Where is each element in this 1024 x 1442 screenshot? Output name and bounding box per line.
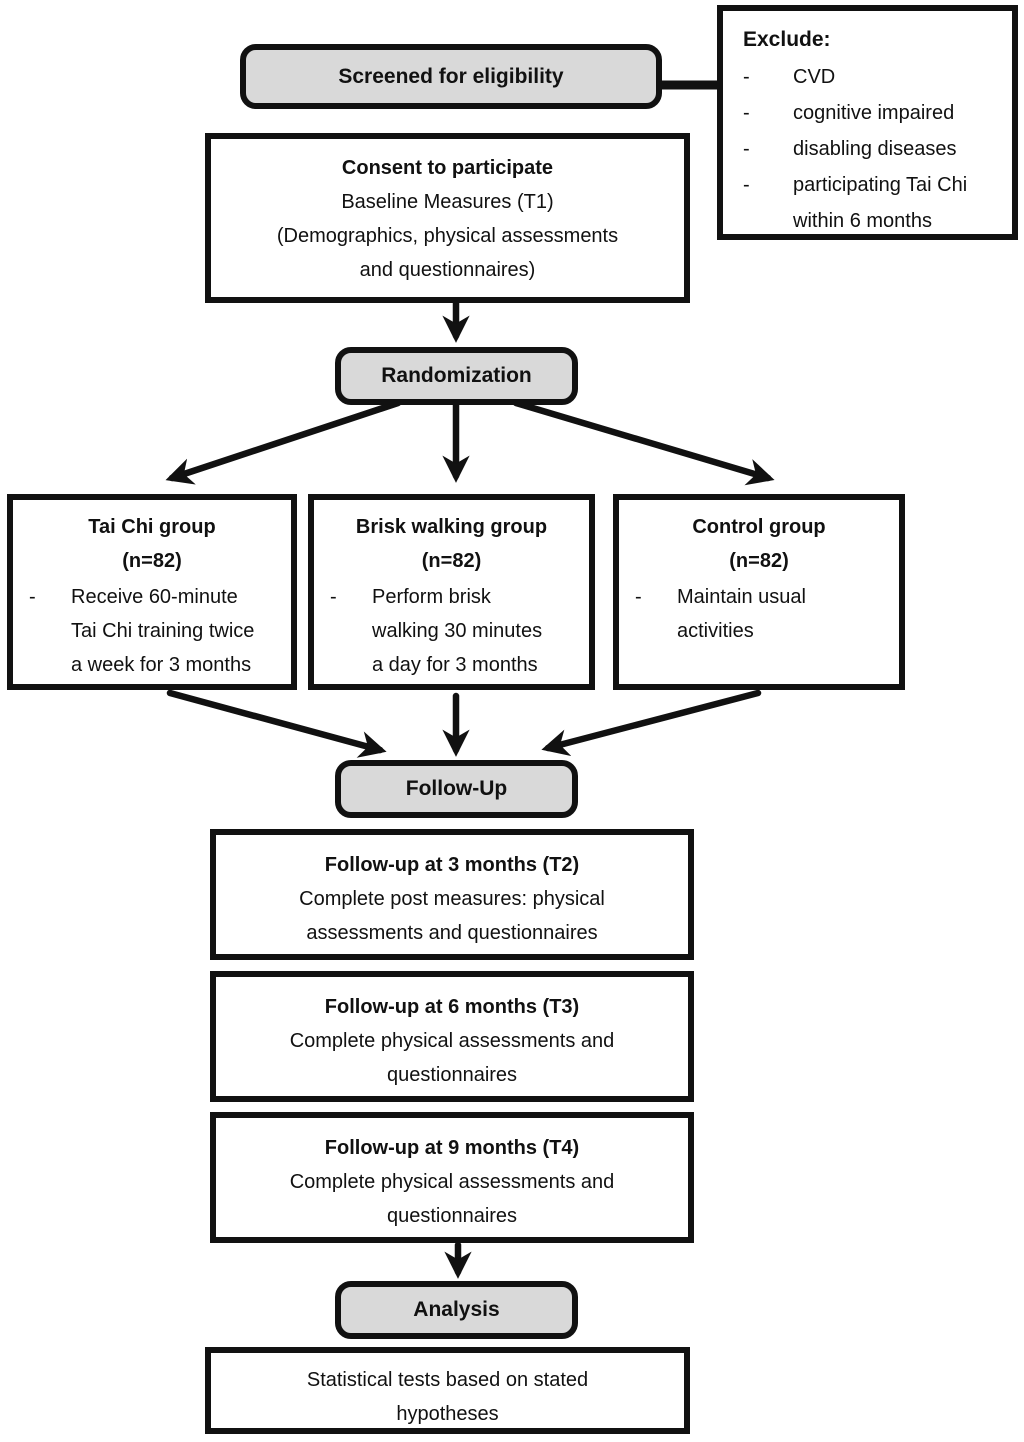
bullet-dash: - <box>330 586 337 608</box>
followup-t2-title: Follow-up at 3 months (T2) <box>324 854 580 876</box>
randomization-node: Randomization <box>335 347 578 405</box>
bullet-dash: - <box>743 102 750 124</box>
group-bullet-line: activities <box>677 620 754 642</box>
group-bullet-text: Receive 60-minute Tai Chi training twice… <box>71 580 291 682</box>
group-n: (n=82) <box>421 550 482 572</box>
exclude-item-text: disabling diseases <box>793 138 957 160</box>
exclude-box: Exclude: - CVD - cognitive impaired - di… <box>717 5 1018 240</box>
exclude-item-text: participating Tai Chi within 6 months <box>793 167 1006 239</box>
group-n: (n=82) <box>729 550 789 572</box>
consent-box: Consent to participate Baseline Measures… <box>205 133 690 303</box>
group-bullet-line: Perform brisk <box>372 586 491 608</box>
brisk-walking-group-box: Brisk walking group (n=82) - Perform bri… <box>308 494 595 690</box>
bullet-dash: - <box>29 586 36 608</box>
randomization-label: Randomization <box>381 364 532 387</box>
analysis-label: Analysis <box>413 1298 500 1321</box>
followup-t4-line: questionnaires <box>386 1205 518 1227</box>
followup-t3-title: Follow-up at 6 months (T3) <box>324 996 580 1018</box>
exclude-item-text: CVD <box>793 66 836 88</box>
group-bullet: - Perform brisk walking 30 minutes a day… <box>314 580 589 682</box>
taichi-group-box: Tai Chi group (n=82) - Receive 60-minute… <box>7 494 297 690</box>
bullet-dash: - <box>635 586 642 608</box>
group-bullet-line: a week for 3 months <box>71 654 252 676</box>
followup-label: Follow-Up <box>405 777 508 800</box>
consent-line: Baseline Measures (T1) <box>341 191 554 213</box>
followup-t4-box: Follow-up at 9 months (T4) Complete phys… <box>210 1112 694 1243</box>
exclude-item: - cognitive impaired <box>743 95 1006 131</box>
consent-line: and questionnaires) <box>359 259 536 281</box>
group-bullet-text: Perform brisk walking 30 minutes a day f… <box>372 580 589 682</box>
group-bullet-line: a day for 3 months <box>372 654 538 676</box>
bullet-dash: - <box>743 138 750 160</box>
analysis-node: Analysis <box>335 1281 578 1339</box>
group-n: (n=82) <box>122 550 182 572</box>
followup-t4-title: Follow-up at 9 months (T4) <box>324 1137 580 1159</box>
screened-label: Screened for eligibility <box>338 64 564 88</box>
arrow-randomization-to-taichi <box>165 399 402 485</box>
consent-line: (Demographics, physical assessments <box>276 225 619 247</box>
stats-line: Statistical tests based on stated <box>306 1369 589 1391</box>
followup-t2-line: Complete post measures: physical <box>299 888 605 910</box>
exclude-item: - CVD <box>743 59 1006 95</box>
group-bullet: - Maintain usual activities <box>619 580 899 648</box>
followup-node: Follow-Up <box>335 760 578 818</box>
followup-t2-box: Follow-up at 3 months (T2) Complete post… <box>210 829 694 960</box>
group-title: Control group <box>692 516 826 538</box>
group-bullet-line: Receive 60-minute <box>71 586 238 608</box>
exclude-item-line: within 6 months <box>793 210 932 232</box>
followup-t3-line: Complete physical assessments and <box>289 1030 615 1052</box>
arrow-randomization-to-control <box>512 399 775 486</box>
followup-t3-line: questionnaires <box>386 1064 518 1086</box>
followup-t3-box: Follow-up at 6 months (T3) Complete phys… <box>210 971 694 1102</box>
consent-title: Consent to participate <box>341 157 554 179</box>
control-group-box: Control group (n=82) - Maintain usual ac… <box>613 494 905 690</box>
stats-line: hypotheses <box>396 1403 499 1425</box>
exclude-item-text: cognitive impaired <box>793 102 955 124</box>
statistical-tests-box: Statistical tests based on stated hypoth… <box>205 1347 690 1434</box>
followup-t4-line: Complete physical assessments and <box>289 1171 615 1193</box>
arrow-control-to-followup <box>541 689 762 757</box>
group-bullet: - Receive 60-minute Tai Chi training twi… <box>13 580 291 682</box>
followup-t2-line: assessments and questionnaires <box>306 922 598 944</box>
group-bullet-line: walking 30 minutes <box>372 620 543 642</box>
screened-node: Screened for eligibility <box>240 44 662 109</box>
group-title: Brisk walking group <box>355 516 548 538</box>
group-title: Tai Chi group <box>88 516 216 538</box>
exclude-item-line: participating Tai Chi <box>793 174 968 196</box>
group-bullet-line: Maintain usual <box>677 586 806 608</box>
bullet-dash: - <box>743 66 750 88</box>
bullet-dash: - <box>743 174 750 196</box>
group-bullet-line: Tai Chi training twice <box>71 620 255 642</box>
arrow-taichi-to-followup <box>166 689 387 758</box>
exclude-title: Exclude: <box>743 28 831 51</box>
exclude-item: - participating Tai Chi within 6 months <box>743 167 1006 239</box>
group-bullet-text: Maintain usual activities <box>677 580 899 648</box>
exclude-item: - disabling diseases <box>743 131 1006 167</box>
